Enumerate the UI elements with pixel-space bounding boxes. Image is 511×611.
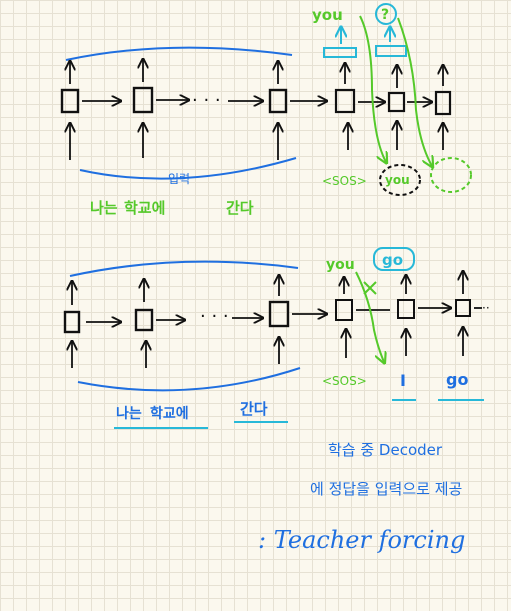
top-dec-cell-2 (387, 91, 406, 113)
bottom-dec-start: <SOS> (322, 374, 367, 388)
bottom-feedback-arrow (355, 271, 384, 362)
top-ellipsis: · · · (192, 90, 221, 111)
bottom-correct-input-2: go (446, 370, 468, 389)
bottom-dec-cell-3 (455, 299, 471, 317)
top-feedback-arrows (359, 15, 432, 166)
top-enc-word-3: 간다 (226, 199, 254, 217)
bottom-go-capsule (373, 247, 415, 271)
top-enc-cell-1 (60, 88, 80, 114)
top-decoder (334, 64, 452, 150)
bottom-enc-word-3: 간다 (240, 400, 268, 418)
top-encoder (60, 46, 326, 180)
bottom-ellipsis: · · · (200, 306, 229, 327)
bottom-enc-cell-3 (268, 300, 290, 328)
top-dec-cell-1 (334, 88, 356, 114)
bottom-dec-cell-1 (335, 299, 353, 321)
note-line-1: 학습 중 Decoder (328, 441, 443, 459)
bottom-encoder (63, 260, 326, 392)
top-output-box-2 (375, 45, 407, 57)
top-enc-cell-3 (268, 88, 288, 114)
bottom-dec-output-1: you (326, 257, 355, 273)
top-output-box-1 (323, 47, 357, 58)
note-line-3: : Teacher forcing (258, 526, 465, 554)
top-dec-input-2: you (385, 173, 410, 187)
bottom-enc-cell-1 (63, 310, 81, 334)
top-enc-cell-2 (132, 86, 154, 114)
bottom-enc-cell-2 (134, 308, 154, 332)
top-question-circle (375, 3, 397, 25)
bottom-dec-output-2: go (382, 251, 403, 269)
top-dec-output-1: you (312, 6, 343, 24)
top-enc-word-2: 학교에 (124, 199, 165, 217)
bottom-dec-cell-2 (397, 299, 415, 319)
bottom-trailing-dots: ·· (482, 301, 490, 315)
top-enc-label: 입력 (168, 172, 190, 186)
top-dec-output-2: ? (381, 7, 389, 23)
bottom-enc-word-1: 나는 (116, 406, 142, 422)
bottom-decoder (335, 272, 482, 358)
top-output-heads (323, 28, 407, 58)
top-dec-cell-3 (434, 90, 452, 116)
bottom-enc-word-2: 학교에 (150, 406, 189, 422)
note-line-2: 에 정답을 입력으로 제공 (310, 480, 462, 498)
top-dec-input-circle-2 (430, 157, 472, 193)
bottom-correct-input-1: I (400, 371, 406, 390)
top-dec-input-circle-1 (379, 164, 421, 196)
top-dec-start: <SOS> (322, 174, 367, 188)
top-enc-word-1: 나는 (90, 199, 118, 217)
